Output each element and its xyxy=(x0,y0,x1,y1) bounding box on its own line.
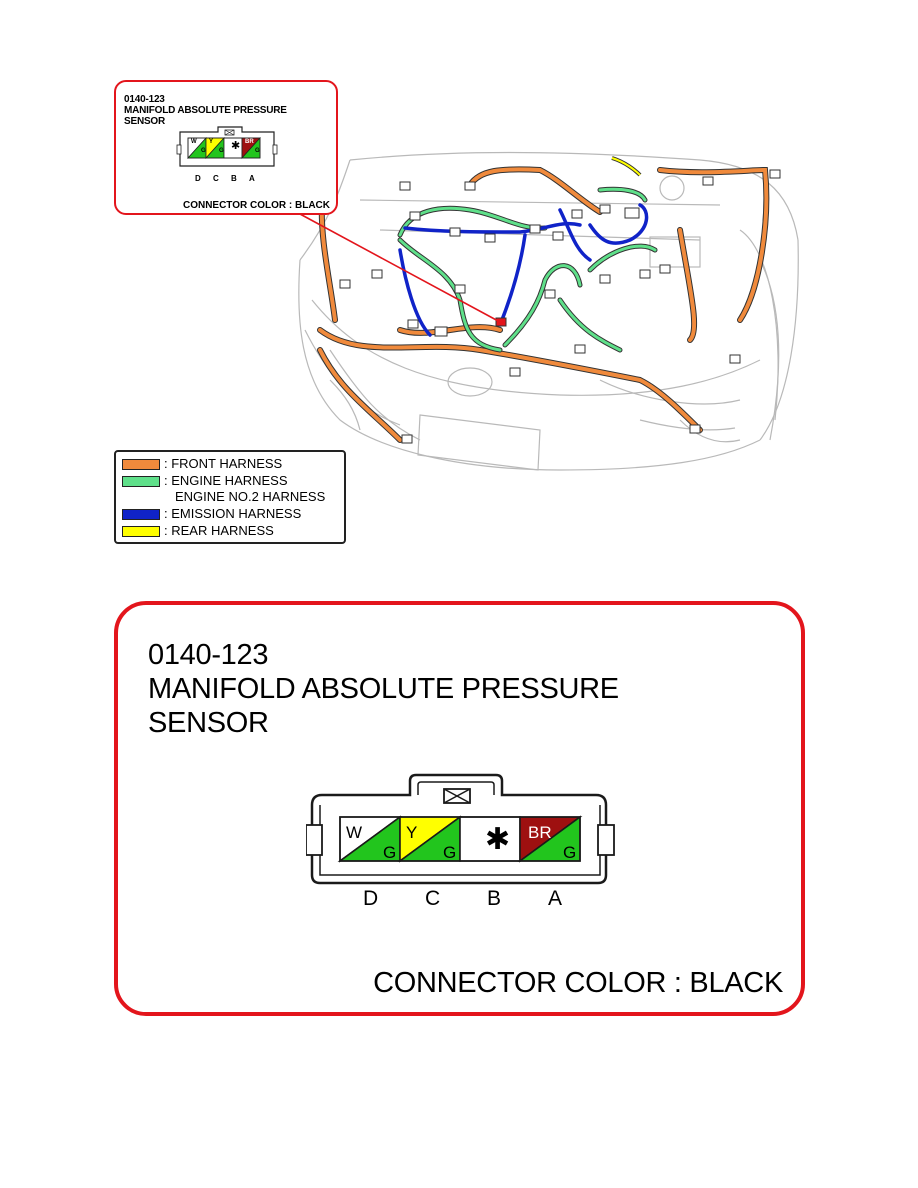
small-pin-c-bottom-wire: G xyxy=(219,148,224,154)
legend-label-front: : FRONT HARNESS xyxy=(164,456,283,471)
connector-pin-cells xyxy=(337,815,583,863)
small-connector-face xyxy=(176,126,278,167)
emission-harness xyxy=(398,203,649,337)
engine-harness xyxy=(398,187,657,352)
pin-b-cell xyxy=(459,816,521,862)
front-harness xyxy=(318,167,769,442)
pin-label-d: D xyxy=(363,887,379,910)
legend-label-engine-no2: ENGINE NO.2 HARNESS xyxy=(175,489,326,504)
harness-legend: : FRONT HARNESS : ENGINE HARNESS ENGINE … xyxy=(114,450,346,544)
small-pin-label-d: D xyxy=(195,174,201,183)
small-connector-color: CONNECTOR COLOR : BLACK xyxy=(182,200,330,211)
pin-c-top-wire: Y xyxy=(406,823,418,842)
connector-face xyxy=(306,773,615,885)
rear-harness-outline xyxy=(611,156,642,177)
connector-name-line1: MANIFOLD ABSOLUTE PRESSURE xyxy=(148,673,619,705)
pin-c-bottom-wire: G xyxy=(443,843,457,862)
pin-b-symbol: ✱ xyxy=(485,823,511,856)
legend-label-emission: : EMISSION HARNESS xyxy=(164,506,302,521)
small-pin-label-b: B xyxy=(231,174,237,183)
legend-swatch-emission xyxy=(122,508,160,520)
small-pin-a-top-wire: BR xyxy=(245,139,254,145)
pin-a-top-wire: BR xyxy=(528,823,552,842)
engine-bay-illustration xyxy=(298,151,799,471)
small-connector-callout: 0140-123 MANIFOLD ABSOLUTE PRESSURE SENS… xyxy=(114,80,338,215)
small-connector-name-line1: MANIFOLD ABSOLUTE PRESSURE xyxy=(124,105,287,116)
legend-item-engine: : ENGINE HARNESS xyxy=(122,474,288,488)
pin-d-bottom-wire: G xyxy=(383,843,397,862)
small-pin-label-c: C xyxy=(213,174,219,183)
small-pin-b-symbol: ✱ xyxy=(231,140,241,152)
harness-connectors xyxy=(339,169,781,444)
legend-swatch-engine xyxy=(122,475,160,487)
pin-d-top-wire: W xyxy=(346,823,363,842)
legend-item-emission: : EMISSION HARNESS xyxy=(122,507,301,521)
small-connector-name-line2: SENSOR xyxy=(124,116,166,127)
connector-color: CONNECTOR COLOR : BLACK xyxy=(373,967,783,999)
rear-harness xyxy=(611,157,641,176)
connector-code: 0140-123 xyxy=(148,639,269,671)
small-pin-d-top-wire: W xyxy=(191,139,197,145)
small-connector-code: 0140-123 xyxy=(124,94,165,105)
legend-label-engine: : ENGINE HARNESS xyxy=(164,473,288,488)
legend-swatch-rear xyxy=(122,525,160,537)
small-pin-c-top-wire: Y xyxy=(209,139,214,145)
front-harness-outline xyxy=(317,166,770,443)
pin-label-b: B xyxy=(487,887,502,910)
connector-name-line2: SENSOR xyxy=(148,707,269,739)
small-pin-d-bottom-wire: G xyxy=(201,148,206,154)
legend-label-rear: : REAR HARNESS xyxy=(164,523,274,538)
legend-item-front: : FRONT HARNESS xyxy=(122,457,282,471)
legend-item-rear: : REAR HARNESS xyxy=(122,524,274,538)
vehicle-outline xyxy=(298,151,799,471)
pin-a-bottom-wire: G xyxy=(563,843,577,862)
legend-item-engine-no2: ENGINE NO.2 HARNESS xyxy=(175,490,325,504)
map-sensor-location-marker xyxy=(495,317,507,327)
small-pin-label-a: A xyxy=(249,174,255,183)
pin-label-a: A xyxy=(548,887,563,910)
legend-swatch-front xyxy=(122,458,160,470)
large-connector-callout: 0140-123 MANIFOLD ABSOLUTE PRESSURE SENS… xyxy=(114,601,805,1016)
small-pin-a-bottom-wire: G xyxy=(255,148,260,154)
callout-leader-line xyxy=(299,213,501,323)
pin-label-c: C xyxy=(425,887,441,910)
